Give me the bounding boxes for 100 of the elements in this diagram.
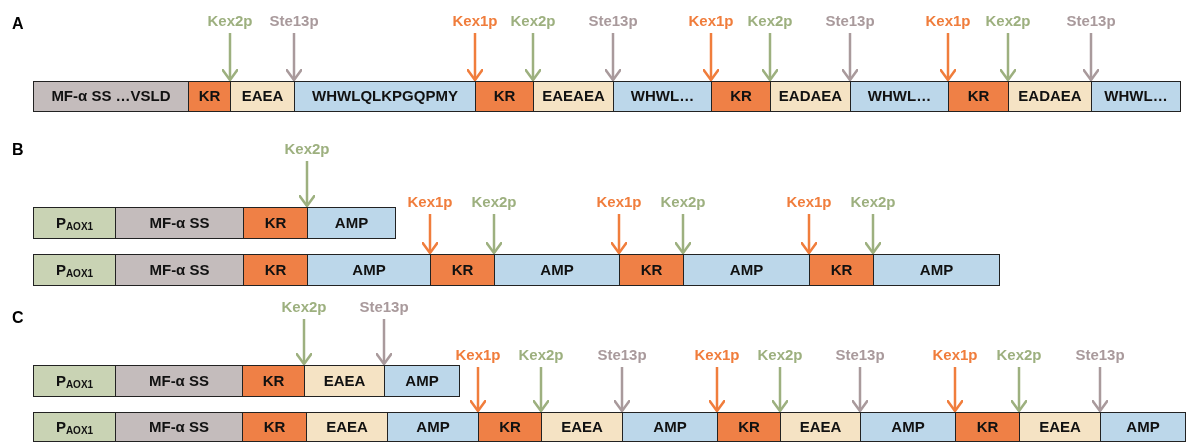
cleavage-arrow: [1090, 367, 1110, 413]
enzyme-label: Ste13p: [1066, 11, 1116, 31]
peptide-segment: AMP: [683, 254, 810, 286]
enzyme-label: Ste13p: [588, 11, 638, 31]
enzyme-label: Kex1p: [455, 345, 501, 365]
enzyme-label: Kex1p: [407, 192, 453, 212]
cleavage-arrow: [840, 33, 860, 82]
promoter-segment: P$_{AOX1}$: [33, 254, 116, 286]
cleavage-site-segment: KR: [243, 254, 308, 286]
cleavage-site-segment: KR: [711, 81, 771, 112]
cleavage-site-segment: KR: [242, 365, 305, 397]
cleavage-arrow: [707, 367, 727, 413]
cleavage-arrow: [468, 367, 488, 413]
cleavage-arrow: [220, 33, 240, 82]
cleavage-arrow: [465, 33, 485, 82]
cleavage-site-segment: KR: [430, 254, 495, 286]
spacer-segment: EAEAEA: [533, 81, 614, 112]
cleavage-arrow: [294, 319, 314, 366]
enzyme-label: Kex1p: [596, 192, 642, 212]
spacer-segment: EAEA: [230, 81, 295, 112]
cleavage-arrow: [284, 33, 304, 82]
enzyme-label: Ste13p: [835, 345, 885, 365]
cleavage-arrow: [863, 214, 883, 255]
enzyme-label: Kex1p: [932, 345, 978, 365]
cleavage-site-segment: KR: [809, 254, 874, 286]
peptide-segment: WHWL…: [850, 81, 949, 112]
enzyme-label: Kex1p: [688, 11, 734, 31]
cleavage-arrow: [374, 319, 394, 366]
cleavage-site-segment: KR: [717, 412, 781, 442]
signal-sequence-segment: MF-α SS: [115, 412, 243, 442]
cleavage-arrow: [938, 33, 958, 82]
peptide-segment: WHWL…: [613, 81, 712, 112]
spacer-segment: EADAEA: [770, 81, 851, 112]
enzyme-label: Kex1p: [925, 11, 971, 31]
peptide-segment: WHWL…: [1091, 81, 1181, 112]
peptide-segment: AMP: [494, 254, 620, 286]
enzyme-label: Ste13p: [825, 11, 875, 31]
peptide-segment: AMP: [387, 412, 479, 442]
enzyme-label: Ste13p: [597, 345, 647, 365]
cleavage-site-segment: KR: [188, 81, 231, 112]
spacer-segment: EAEA: [780, 412, 861, 442]
spacer-segment: EAEA: [1019, 412, 1101, 442]
enzyme-label: Kex2p: [996, 345, 1042, 365]
peptide-segment: AMP: [622, 412, 718, 442]
promoter-segment: P$_{AOX1}$: [33, 365, 116, 397]
enzyme-label: Kex2p: [747, 11, 793, 31]
promoter-segment: P$_{AOX1}$: [33, 207, 116, 239]
enzyme-label: Kex2p: [471, 192, 517, 212]
peptide-segment: AMP: [1100, 412, 1186, 442]
peptide-segment: AMP: [307, 254, 431, 286]
cleavage-arrow: [945, 367, 965, 413]
cleavage-arrow: [297, 161, 317, 208]
signal-sequence-segment: MF-α SS: [115, 254, 244, 286]
cleavage-site-segment: KR: [619, 254, 684, 286]
cleavage-arrow: [531, 367, 551, 413]
cleavage-arrow: [612, 367, 632, 413]
cleavage-arrow: [701, 33, 721, 82]
panel-letter: A: [12, 14, 24, 34]
cleavage-arrow: [850, 367, 870, 413]
enzyme-label: Kex2p: [281, 297, 327, 317]
enzyme-label: Kex2p: [850, 192, 896, 212]
cleavage-arrow: [673, 214, 693, 255]
enzyme-label: Kex1p: [786, 192, 832, 212]
enzyme-label: Ste13p: [1075, 345, 1125, 365]
signal-sequence-segment: MF-α SS …VSLD: [33, 81, 189, 112]
spacer-segment: EAEA: [541, 412, 623, 442]
cleavage-site-segment: KR: [948, 81, 1009, 112]
cleavage-arrow: [1009, 367, 1029, 413]
spacer-segment: EAEA: [304, 365, 385, 397]
panel-letter: B: [12, 140, 24, 160]
enzyme-label: Kex1p: [452, 11, 498, 31]
spacer-segment: EADAEA: [1008, 81, 1092, 112]
panel-letter: C: [12, 308, 24, 328]
cleavage-site-segment: KR: [475, 81, 534, 112]
peptide-segment: AMP: [860, 412, 956, 442]
cleavage-site-segment: KR: [955, 412, 1020, 442]
enzyme-label: Kex2p: [518, 345, 564, 365]
enzyme-label: Kex2p: [510, 11, 556, 31]
cleavage-arrow: [1081, 33, 1101, 82]
enzyme-label: Kex2p: [757, 345, 803, 365]
cleavage-arrow: [484, 214, 504, 255]
peptide-segment: AMP: [307, 207, 396, 239]
peptide-segment: WHWLQLKPGQPMY: [294, 81, 476, 112]
cleavage-site-segment: KR: [242, 412, 307, 442]
enzyme-label: Kex2p: [985, 11, 1031, 31]
cleavage-arrow: [523, 33, 543, 82]
cleavage-arrow: [760, 33, 780, 82]
signal-sequence-segment: MF-α SS: [115, 207, 244, 239]
spacer-segment: EAEA: [306, 412, 388, 442]
cleavage-site-segment: KR: [478, 412, 542, 442]
peptide-segment: AMP: [873, 254, 1000, 286]
cleavage-arrow: [609, 214, 629, 255]
cleavage-arrow: [998, 33, 1018, 82]
cleavage-arrow: [420, 214, 440, 255]
cleavage-arrow: [770, 367, 790, 413]
enzyme-label: Ste13p: [359, 297, 409, 317]
peptide-segment: AMP: [384, 365, 460, 397]
cleavage-arrow: [603, 33, 623, 82]
enzyme-label: Kex1p: [694, 345, 740, 365]
enzyme-label: Ste13p: [269, 11, 319, 31]
